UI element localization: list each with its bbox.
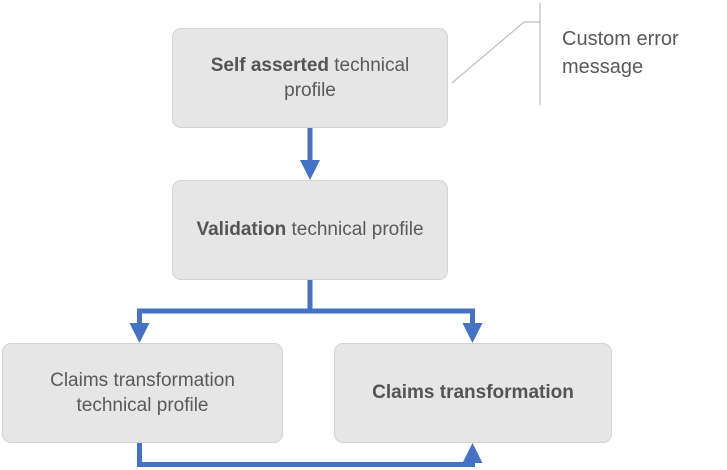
node-validation-label: Validation technical profile xyxy=(187,217,433,242)
callout-custom-error-message: Custom error message xyxy=(562,28,679,78)
arrow-validation-split xyxy=(129,280,483,343)
node-claims-transformation-technical-profile-label: Claims transformation technical profile xyxy=(50,369,235,416)
node-claims-transformation-label: Claims transformation xyxy=(372,382,574,404)
arrow-self-asserted-to-validation xyxy=(300,128,320,180)
node-self-asserted-label: Self asserted technical profile xyxy=(187,53,433,103)
node-self-asserted-emphasis: Self asserted xyxy=(210,54,329,76)
node-validation-emphasis: Validation xyxy=(196,219,287,241)
node-validation-rest: technical profile xyxy=(286,219,424,241)
node-validation-technical-profile[interactable]: Validation technical profile xyxy=(172,180,448,280)
arrow-claims-transformation-feedback-loop xyxy=(137,443,483,467)
node-claims-transformation[interactable]: Claims transformation xyxy=(334,343,612,443)
node-self-asserted-rest: technical profile xyxy=(284,54,410,101)
node-self-asserted-technical-profile[interactable]: Self asserted technical profile xyxy=(172,28,448,128)
callout-leader-line xyxy=(451,3,541,105)
node-claims-transformation-technical-profile[interactable]: Claims transformation technical profile xyxy=(2,343,283,443)
